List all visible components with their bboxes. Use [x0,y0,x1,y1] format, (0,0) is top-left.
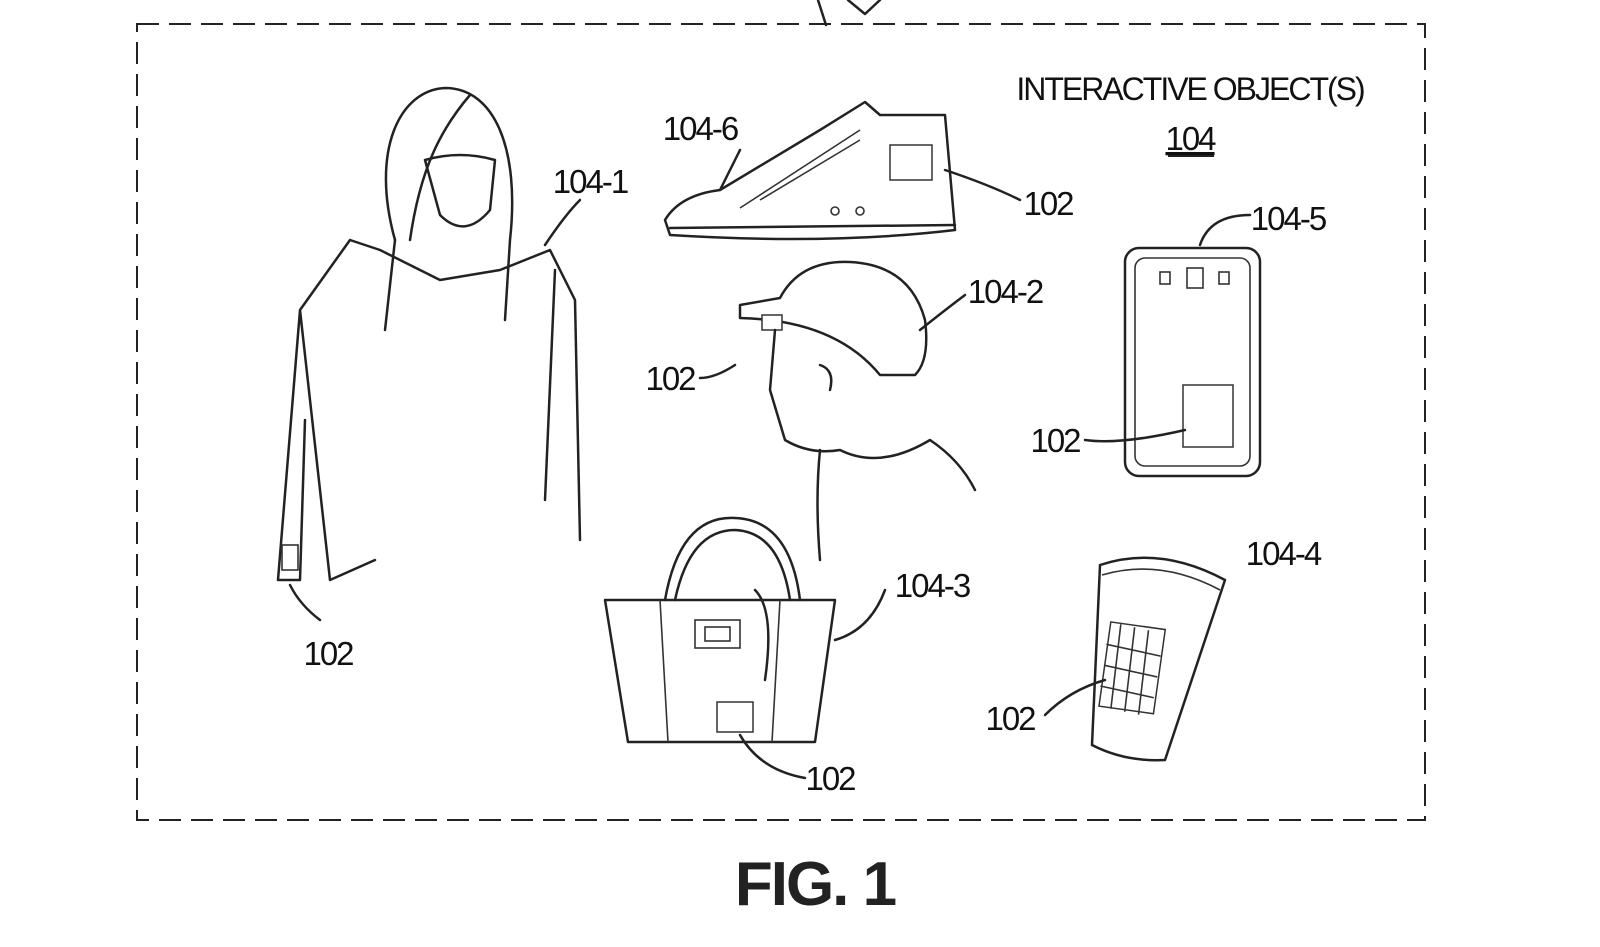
bag-drawing [603,516,887,780]
arrow-fragment [816,0,882,27]
cup-ref: 104-4 [1246,535,1322,572]
cap-drawing [698,260,977,562]
shoe-drawing [663,100,1022,241]
bag-sensor-ref: 102 [805,760,855,797]
phone-ref: 104-5 [1251,200,1326,237]
figure-caption: FIG. 1 [735,850,896,919]
phone-drawing [1083,213,1262,478]
jacket-ref: 104-1 [553,163,628,200]
bag-ref: 104-3 [895,567,970,604]
cap-sensor-ref: 102 [645,360,695,397]
interactive-objects-boundary [136,23,1426,821]
cup-drawing [1043,556,1227,762]
cap-ref: 104-2 [968,273,1043,310]
jacket-sensor-ref: 102 [303,635,353,672]
shoe-ref: 104-6 [663,110,738,147]
jacket-drawing [276,86,582,622]
shoe-sensor-ref: 102 [1023,185,1073,222]
group-ref: 104 [1165,120,1216,157]
group-title: INTERACTIVE OBJECT(S) [1016,71,1364,107]
cup-sensor-ref: 102 [985,700,1035,737]
phone-sensor-ref: 102 [1030,422,1080,459]
